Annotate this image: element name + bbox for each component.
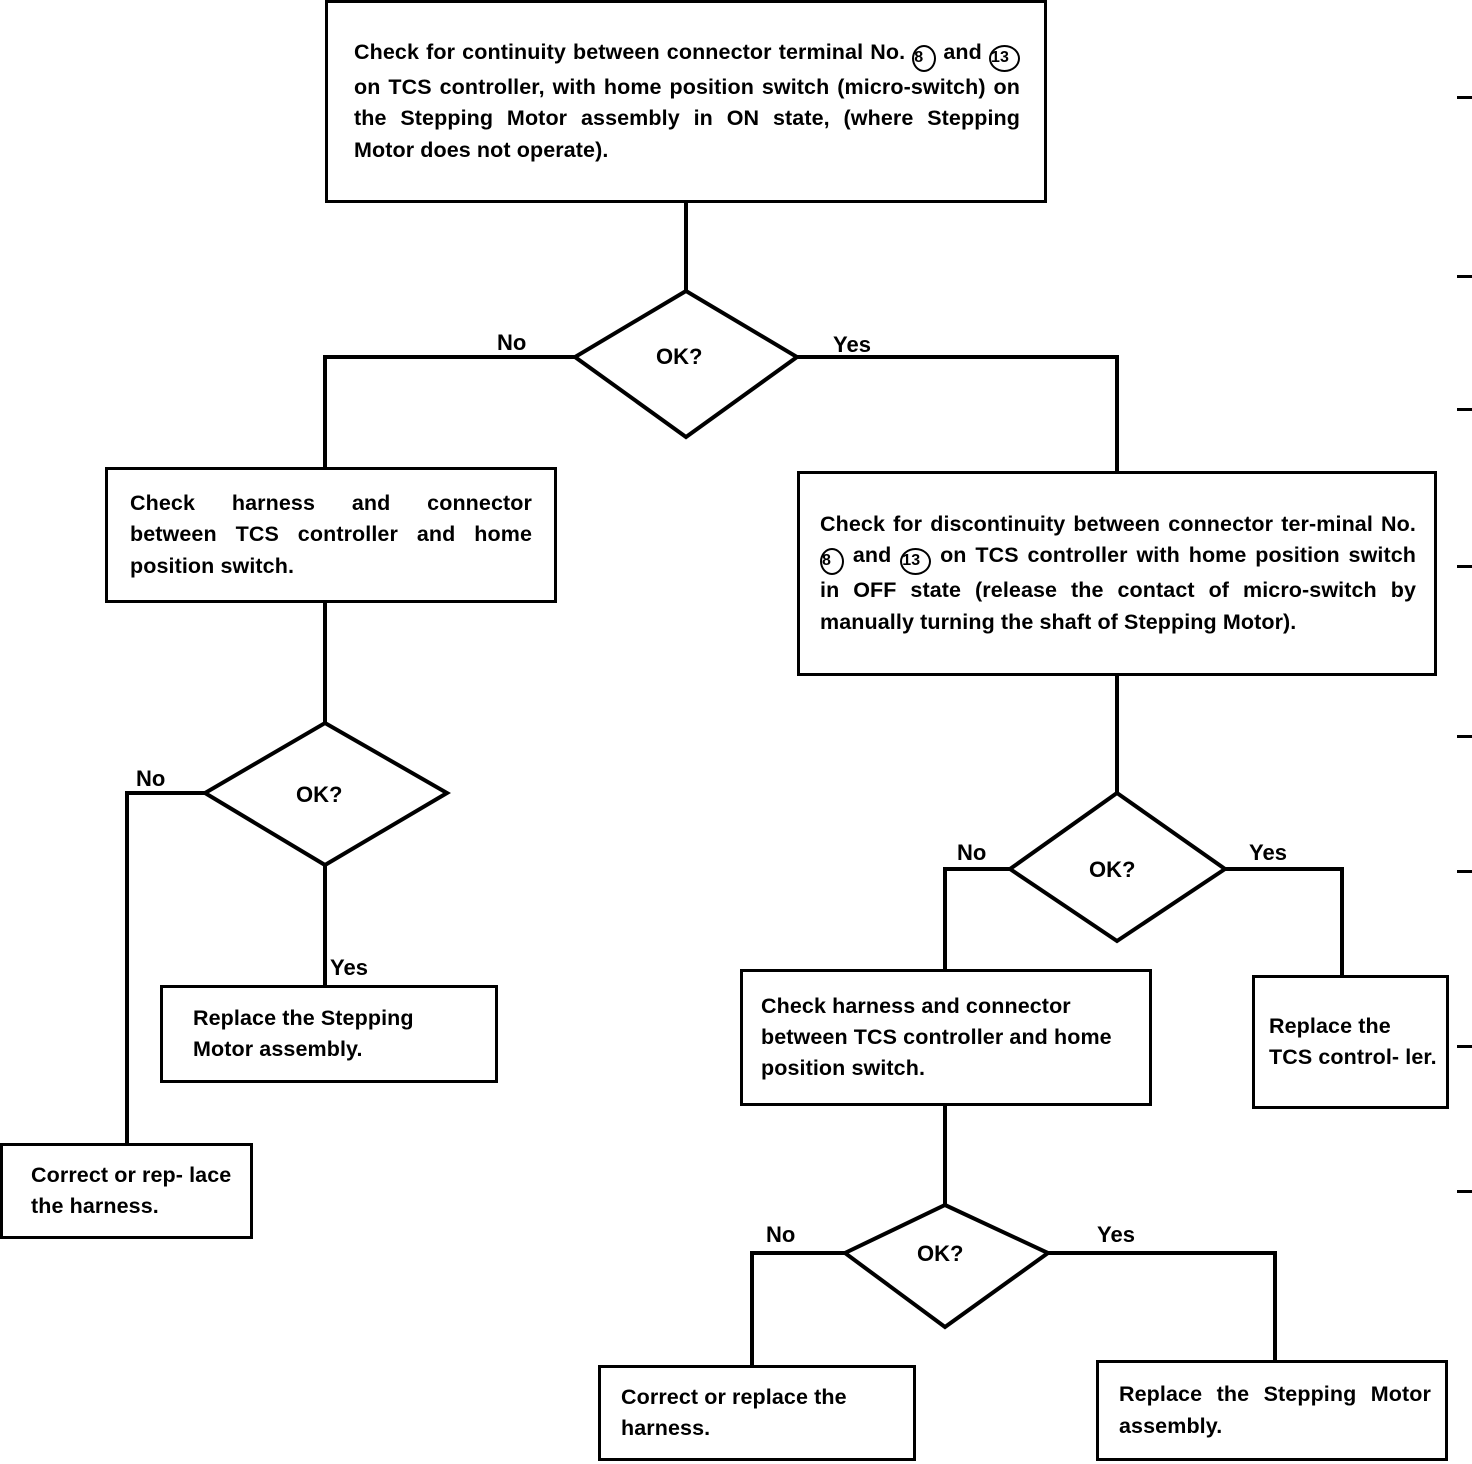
decision-3-no-label: No [766, 1222, 796, 1247]
decision-2-right-yes-label: Yes [1249, 840, 1287, 865]
connector-decision2right-yes [1225, 867, 1344, 975]
node-replace-tcs-controller: Replace the TCS control- ler. [1252, 975, 1449, 1109]
margin-tick [1457, 1190, 1472, 1193]
right-check-discontinuity-text: Check for discontinuity between connecto… [820, 509, 1416, 638]
node-right-check-discontinuity: Check for discontinuity between connecto… [797, 471, 1437, 676]
connector-decision2right-no [943, 867, 1010, 969]
node-correct-replace-harness-left: Correct or rep- lace the harness. [0, 1143, 253, 1239]
right-check-part3: on TCS controller with home position swi… [820, 543, 1417, 634]
decision-3-label: OK? [917, 1241, 964, 1266]
node-left-check-harness: Check harness and connector between TCS … [105, 467, 557, 603]
connector-decision3-yes [1048, 1251, 1277, 1360]
connector-decision1-no [323, 355, 575, 467]
connector-decision1-yes [797, 355, 1119, 471]
decision-1-no-label: No [497, 330, 527, 355]
margin-tick [1457, 565, 1472, 568]
start-check-part1: Check for continuity between connector t… [354, 40, 906, 65]
right-check-part2: and [852, 543, 892, 568]
decision-2-left-label: OK? [296, 782, 343, 807]
right-check-part1: Check for discontinuity between connecto… [820, 512, 1416, 537]
decision-2-right-label: OK? [1089, 857, 1136, 882]
decision-2-left-yes-label: Yes [330, 955, 368, 980]
margin-tick [1457, 275, 1472, 278]
node-replace-stepping-motor-left: Replace the Stepping Motor assembly. [160, 985, 498, 1083]
start-check-part3: on TCS controller, with home position sw… [354, 75, 1020, 162]
node-replace-stepping-motor-bottom: Replace the Stepping Motor assembly. [1096, 1360, 1448, 1461]
decision-2-right-no-label: No [957, 840, 987, 865]
decision-1-yes-label: Yes [833, 332, 871, 357]
decision-1-label: OK? [656, 344, 703, 369]
circled-terminal-13: 13 [900, 548, 932, 576]
decision-1-shape [571, 288, 801, 440]
margin-tick [1457, 870, 1472, 873]
decision-3-yes-label: Yes [1097, 1222, 1135, 1247]
decision-2-left-no-label: No [136, 766, 166, 791]
connector-decision2left-no [125, 791, 205, 1143]
left-check-harness-text: Check harness and connector between TCS … [130, 491, 532, 578]
decision-2-right-shape [1006, 790, 1229, 944]
node-correct-replace-harness-bottom: Correct or replace the harness. [598, 1365, 916, 1461]
margin-tick [1457, 735, 1472, 738]
circled-terminal-8: 8 [820, 548, 844, 576]
node-right-check-harness: Check harness and connector between TCS … [740, 969, 1152, 1106]
connector-decision3-no [750, 1251, 845, 1365]
decision-3-shape [841, 1202, 1052, 1330]
correct-replace-harness-bottom-text: Correct or replace the harness. [621, 1384, 847, 1440]
circled-terminal-13: 13 [988, 45, 1020, 73]
correct-replace-harness-left-text: Correct or rep- lace the harness. [31, 1162, 232, 1218]
replace-stepping-motor-bottom-text: Replace the Stepping Motor assembly. [1119, 1382, 1431, 1438]
start-check-part2: and [943, 40, 982, 65]
circled-terminal-8: 8 [912, 45, 937, 73]
start-check-text: Check for continuity between connector t… [354, 37, 1020, 166]
margin-tick [1457, 408, 1472, 411]
replace-tcs-controller-text: Replace the TCS control- ler. [1269, 1013, 1437, 1069]
node-start-check: Check for continuity between connector t… [325, 0, 1047, 203]
right-check-harness-text: Check harness and connector between TCS … [761, 993, 1112, 1081]
margin-tick [1457, 1045, 1472, 1048]
margin-tick [1457, 96, 1472, 99]
decision-2-left-shape [201, 720, 451, 868]
replace-stepping-motor-left-text: Replace the Stepping Motor assembly. [193, 1005, 414, 1061]
